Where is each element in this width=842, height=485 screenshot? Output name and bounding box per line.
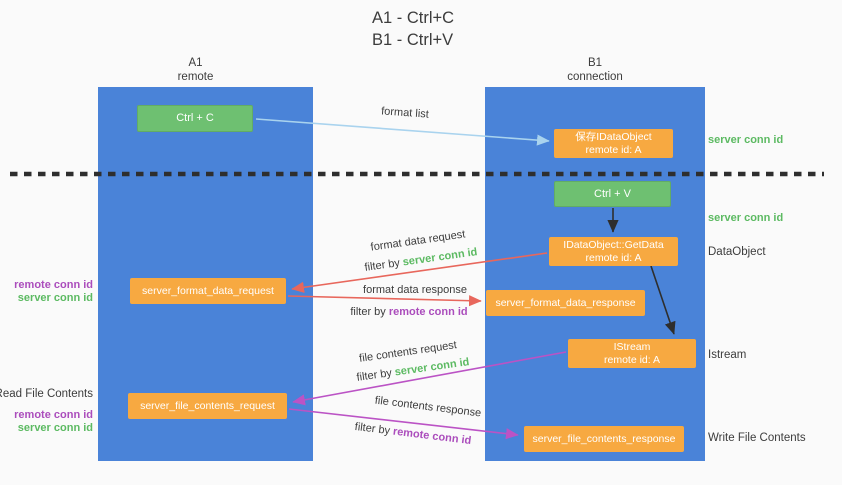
ctrl-v-label: Ctrl + V	[594, 187, 631, 200]
left-server-conn-id-bottom: server conn id	[17, 422, 93, 434]
format-request-label: server_format_data_request	[142, 284, 274, 297]
filter-by-text: filter by	[363, 257, 401, 274]
save-idataobject-node: 保存IDataObject remote id: A	[554, 129, 673, 158]
remote-conn-id-key: remote conn id	[388, 306, 468, 318]
left-remote-conn-id-bottom: remote conn id	[14, 409, 93, 421]
right-server-conn-id-top: server conn id	[708, 134, 784, 146]
label-file-contents-response: file contents response	[374, 394, 482, 420]
istream-side-label: Istream	[708, 349, 747, 361]
istream-line1: IStream	[613, 340, 651, 353]
server-conn-id-key: server conn id	[393, 356, 471, 379]
filter-by-text: filter by	[355, 367, 393, 384]
file-response-label: server_file_contents_response	[532, 432, 676, 445]
format-response-label: server_format_data_response	[495, 296, 636, 309]
format-response-arrow	[287, 295, 482, 307]
title-line-2: B1 - Ctrl+V	[372, 30, 454, 49]
label-format-data-response: format data response	[363, 284, 467, 296]
format-response-node: server_format_data_response	[486, 290, 645, 316]
left-server-conn-id-top: server conn id	[17, 292, 93, 304]
lifeline-a1-role: remote	[177, 70, 214, 83]
server-conn-id-key: server conn id	[401, 246, 479, 269]
lifeline-a1-header: A1 remote	[88, 57, 303, 84]
dataobject-label: DataObject	[708, 246, 766, 258]
lifeline-b1-name: B1	[587, 57, 603, 69]
ctrl-c-label: Ctrl + C	[176, 112, 214, 124]
right-server-conn-id-mid: server conn id	[708, 212, 784, 224]
save-idataobject-line2: remote id: A	[585, 143, 642, 156]
ctrl-v-node: Ctrl + V	[554, 181, 671, 207]
ctrl-c-node: Ctrl + C	[137, 105, 253, 132]
remote-conn-id-key: remote conn id	[392, 425, 472, 448]
getdata-line1: IDataObject::GetData	[563, 238, 664, 251]
lifeline-b1-role: connection	[567, 70, 623, 83]
getdata-line2: remote id: A	[585, 251, 642, 264]
write-file-contents-label: Write File Contents	[708, 432, 806, 444]
lifeline-b1-header: B1 connection	[485, 57, 705, 84]
left-remote-conn-id-top: remote conn id	[14, 279, 93, 291]
lifeline-a1-name: A1	[188, 57, 203, 69]
format-request-node: server_format_data_request	[130, 278, 286, 304]
filter-by-text: filter by	[354, 420, 391, 438]
filter-by-text: filter by	[350, 306, 386, 318]
save-idataobject-line1: 保存IDataObject	[575, 130, 652, 143]
read-file-contents-label: Read File Contents	[0, 388, 93, 400]
title-line-1: A1 - Ctrl+C	[372, 9, 455, 27]
file-response-node: server_file_contents_response	[524, 426, 684, 452]
getdata-node: IDataObject::GetData remote id: A	[549, 237, 678, 266]
file-request-node: server_file_contents_request	[128, 393, 287, 419]
istream-node: IStream remote id: A	[568, 339, 696, 368]
label-format-list: format list	[380, 105, 430, 121]
file-request-label: server_file_contents_request	[140, 399, 275, 412]
istream-line2: remote id: A	[603, 353, 661, 366]
diagram-title: A1 - Ctrl+C B1 - Ctrl+V	[372, 8, 454, 51]
